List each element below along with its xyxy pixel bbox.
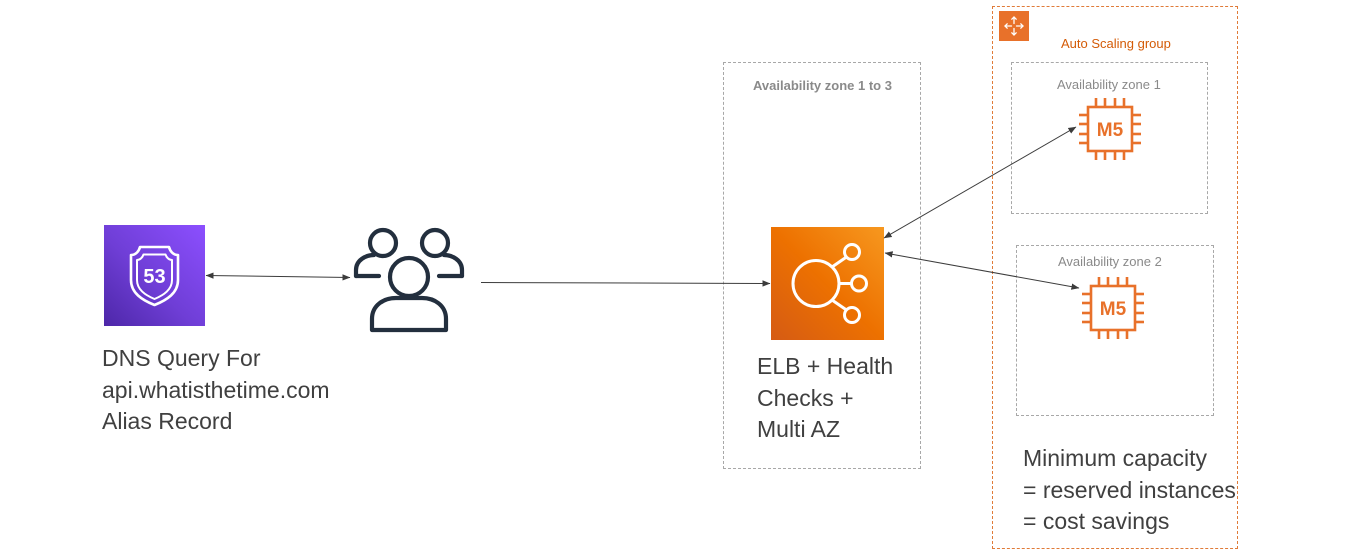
elb-load-balancer-icon [791,243,868,324]
dns-caption-line-3: Alias Record [102,408,233,434]
availability-zone-2-box [1016,245,1214,416]
availability-zone-1-label: Availability zone 1 [1057,77,1161,92]
min-caption-line-1: Minimum capacity [1023,445,1208,471]
ec2-instance-chip-icon: M5 [1082,277,1144,339]
min-caption-line-2: = reserved instances [1023,476,1236,503]
availability-zone-1-to-3-label: Availability zone 1 to 3 [753,78,892,93]
route53-shield-icon: 53 [129,245,180,307]
route53-node: 53 [104,225,205,326]
ec2-instance-chip-icon: M5 [1079,98,1141,160]
dns-caption-line-2: api.whatisthetime.com [102,376,330,403]
auto-scaling-group-label: Auto Scaling group [1061,36,1171,51]
dns-query-caption: DNS Query For api.whatisthetime.com Alia… [102,343,330,438]
dns-caption-line-1: DNS Query For [102,345,261,371]
m5-instance-2: M5 [1079,274,1147,342]
availability-zone-2-label: Availability zone 2 [1058,254,1162,269]
m5-instance-1: M5 [1076,95,1144,163]
auto-scaling-icon [999,11,1029,41]
m5-instance-1-label: M5 [1097,120,1124,141]
min-caption-line-3: = cost savings [1023,508,1170,534]
route53-number: 53 [143,266,165,288]
elb-caption-line-1: ELB + Health [757,353,894,379]
elb-caption-line-3: Multi AZ [757,416,841,442]
minimum-capacity-caption: Minimum capacity = reserved instances = … [1023,443,1236,538]
users-group-icon [349,222,469,334]
edge-route53-users [205,272,351,281]
m5-instance-2-label: M5 [1100,299,1127,320]
elb-node [771,227,884,340]
elb-caption: ELB + Health Checks + Multi AZ [757,351,893,446]
elb-caption-line-2: Checks + [757,384,854,411]
